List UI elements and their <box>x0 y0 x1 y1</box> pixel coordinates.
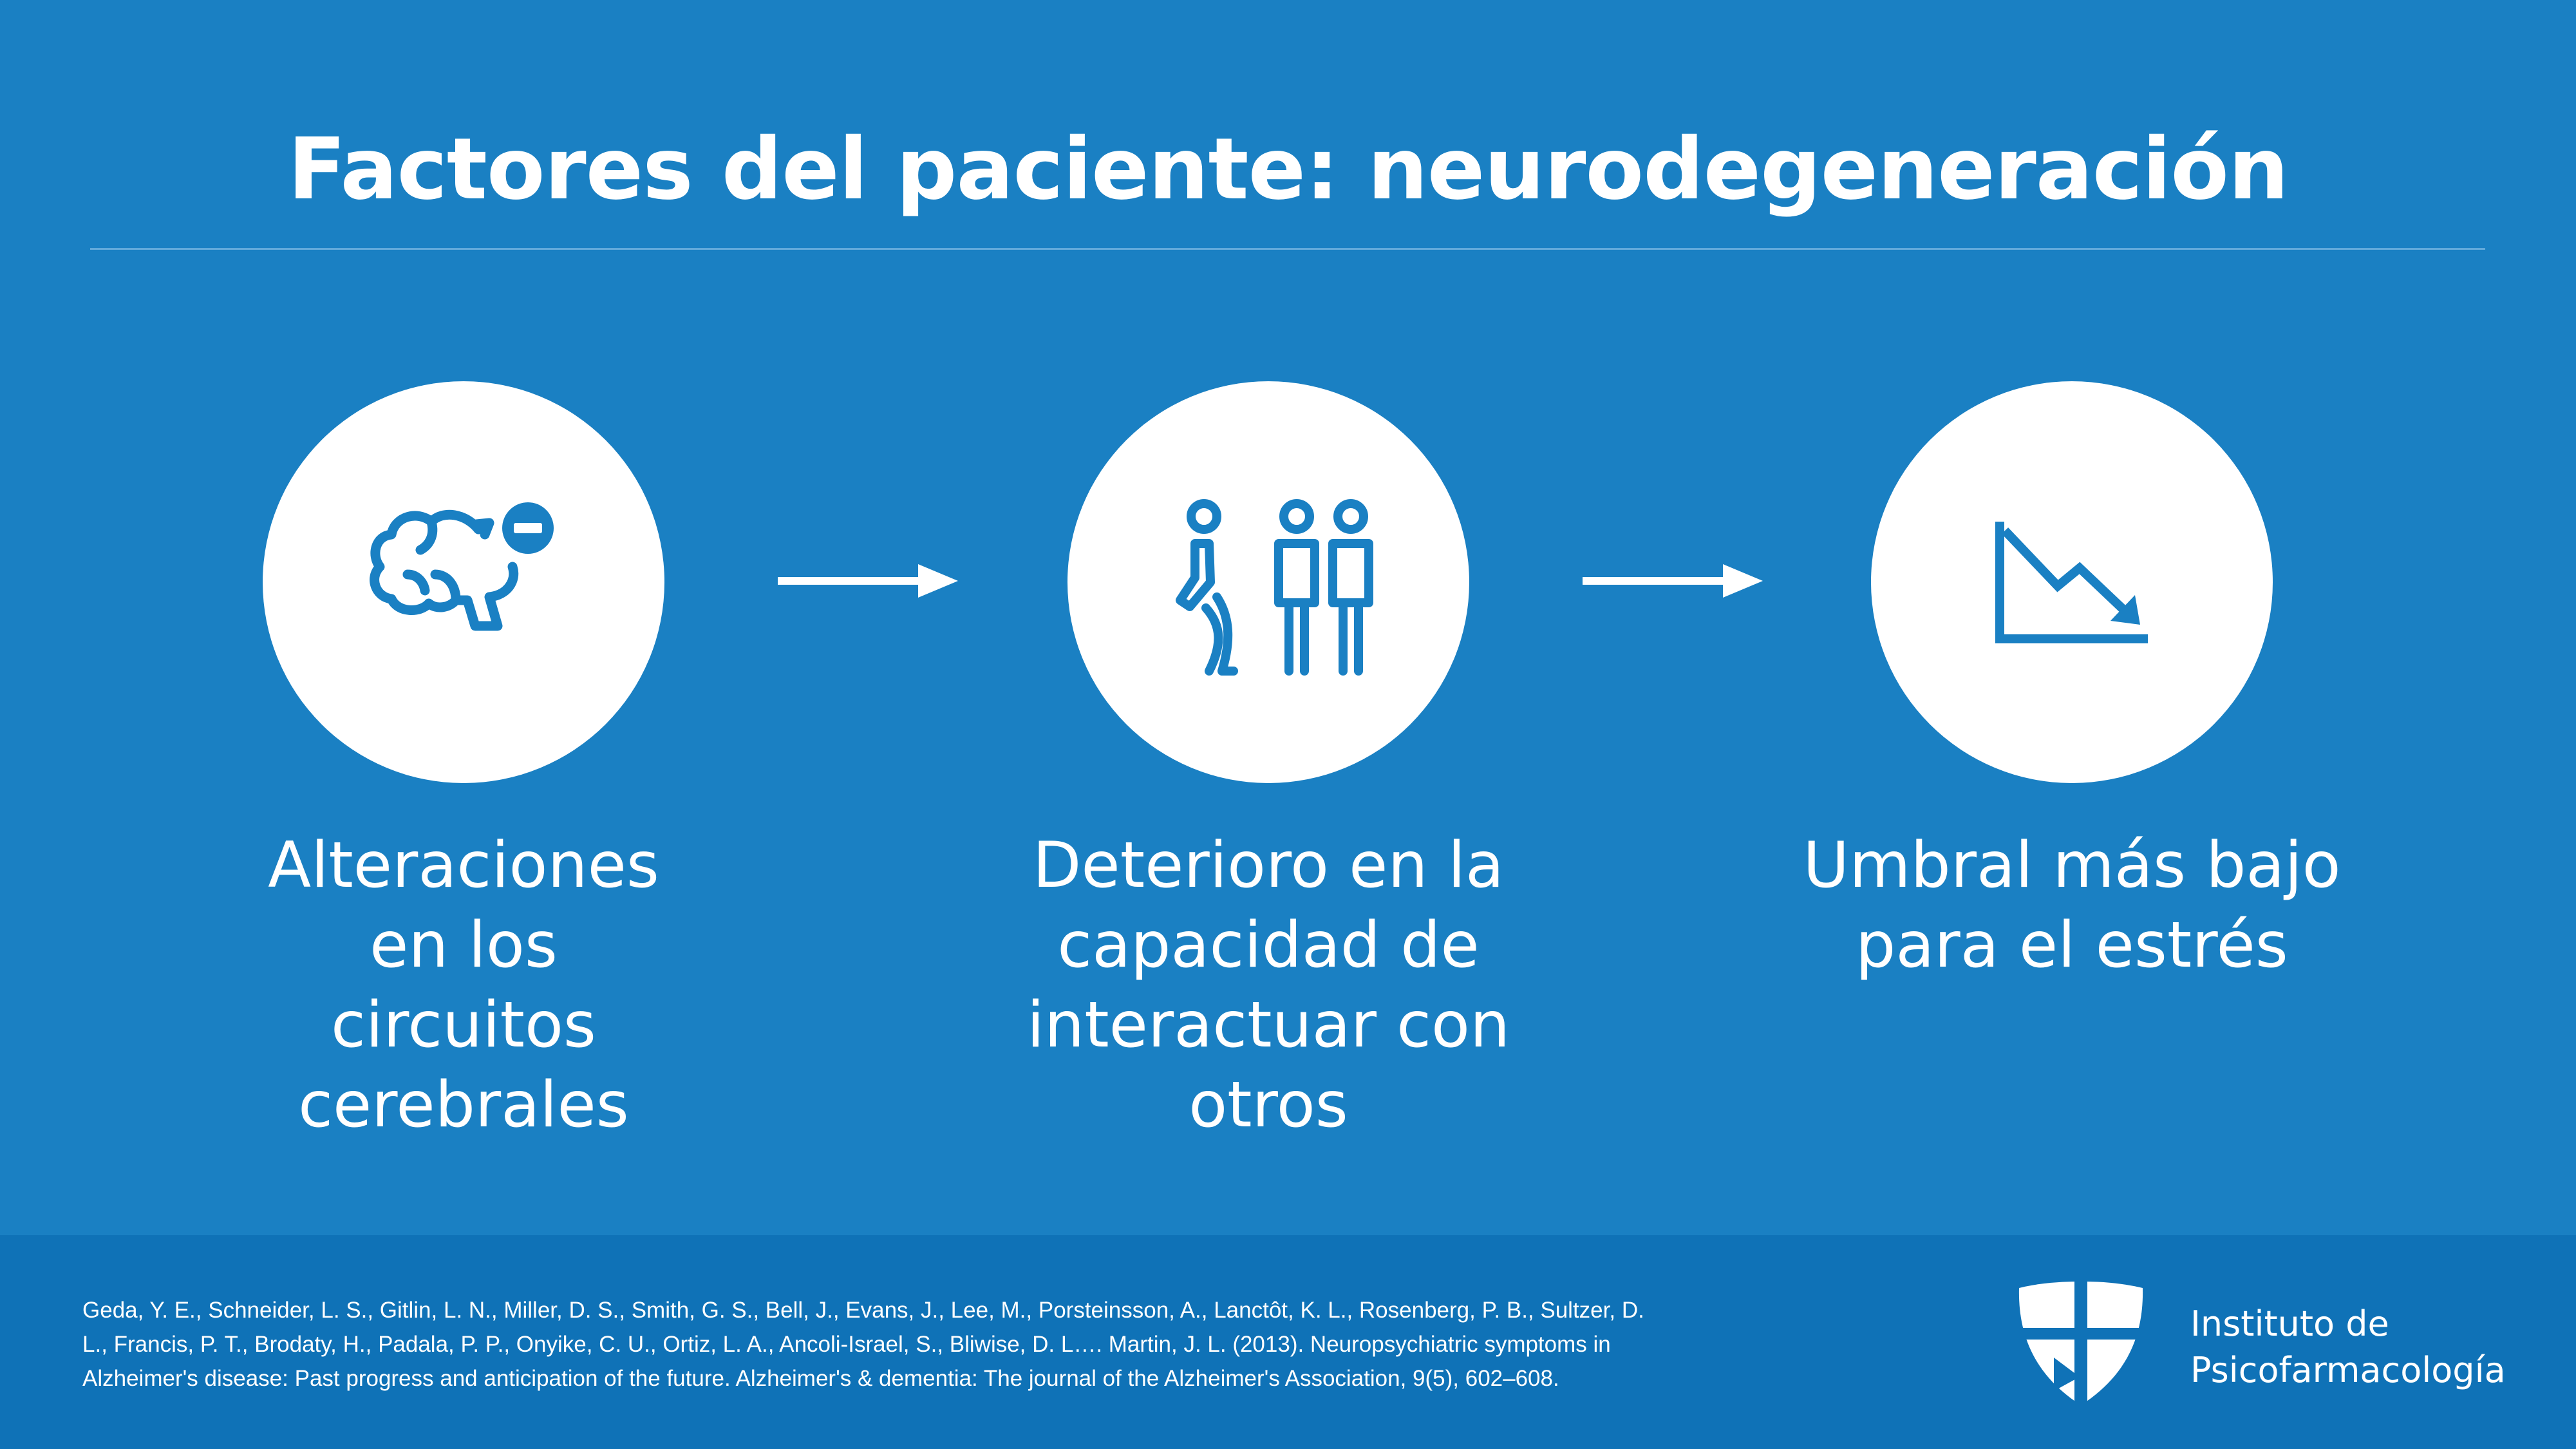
step-circle <box>263 381 664 783</box>
page-title: Factores del paciente: neurodegeneración <box>288 120 2289 219</box>
step-label: Alteraciones en los circuitos cerebrales <box>268 829 659 1142</box>
declining-chart-icon <box>1995 522 2148 643</box>
step-social-interaction: Deterioro en la capacidad de interactuar… <box>979 381 1558 1145</box>
title-divider <box>90 248 2485 250</box>
arrow-right-icon <box>778 564 958 598</box>
step-label: Deterioro en la capacidad de interactuar… <box>1026 829 1510 1142</box>
step-stress-threshold: Umbral más bajo para el estrés <box>1782 381 2362 985</box>
shield-logo-icon <box>2015 1280 2147 1406</box>
footer <box>0 1235 2576 1449</box>
step-label: Umbral más bajo para el estrés <box>1803 829 2341 982</box>
organization-name: Instituto de Psicofarmacología <box>2190 1303 2506 1390</box>
brain-minus-icon <box>370 502 554 631</box>
step-circle <box>1067 381 1469 783</box>
step-brain-circuits: Alteraciones en los circuitos cerebrales <box>174 381 753 1145</box>
people-interaction-icon <box>1176 499 1373 676</box>
step-circle <box>1871 381 2273 783</box>
citation-text: Geda, Y. E., Schneider, L. S., Gitlin, L… <box>82 1298 1644 1391</box>
arrow-right-icon <box>1583 564 1763 598</box>
